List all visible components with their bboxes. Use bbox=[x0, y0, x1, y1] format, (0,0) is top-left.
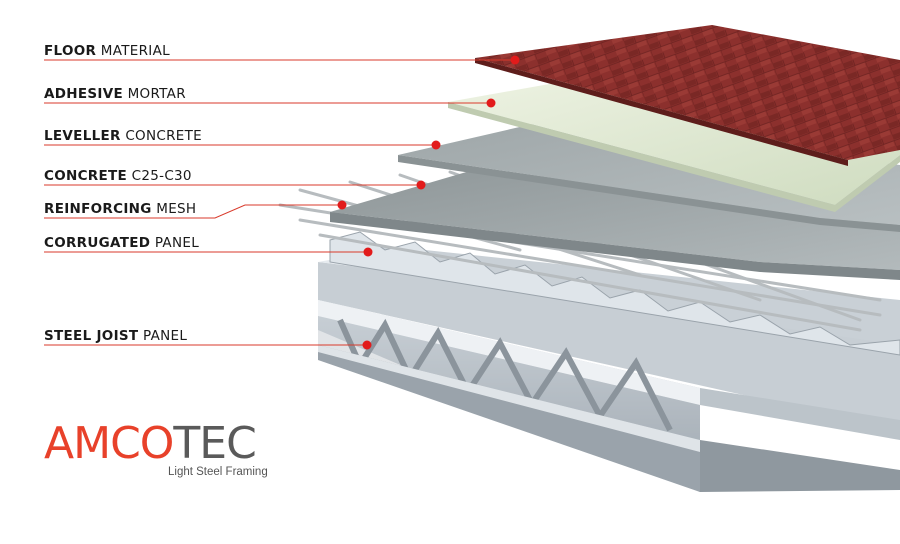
label-floor-material: FLOOR MATERIAL bbox=[44, 42, 170, 60]
dot-corrugated bbox=[363, 247, 373, 257]
label-concrete-light: C25-C30 bbox=[131, 168, 192, 184]
label-adhesive-bold: ADHESIVE bbox=[44, 86, 123, 102]
logo-part-amco: AMCO bbox=[44, 418, 174, 469]
leader-dots bbox=[337, 55, 520, 350]
leader-mesh bbox=[44, 204, 342, 219]
dot-leveller bbox=[431, 140, 441, 150]
label-leveller-light: CONCRETE bbox=[125, 128, 202, 144]
logo-wordmark: AMCOTEC bbox=[44, 420, 284, 468]
label-reinforcing-mesh: REINFORCING MESH bbox=[44, 200, 196, 218]
label-joist-light: PANEL bbox=[143, 328, 188, 344]
dot-mesh bbox=[337, 200, 347, 210]
label-joist-bold: STEEL JOIST bbox=[44, 328, 139, 344]
label-adhesive-light: MORTAR bbox=[127, 86, 186, 102]
amcotec-logo: AMCOTEC Light Steel Framing bbox=[44, 420, 284, 490]
dot-adhesive bbox=[486, 98, 496, 108]
leveller-concrete-layer bbox=[398, 120, 900, 232]
label-corrugated-panel: CORRUGATED PANEL bbox=[44, 234, 199, 252]
label-adhesive-mortar: ADHESIVE MORTAR bbox=[44, 85, 186, 103]
logo-tagline: Light Steel Framing bbox=[168, 466, 268, 478]
concrete-layer bbox=[330, 168, 900, 280]
leader-lines bbox=[44, 59, 515, 346]
label-leveller-bold: LEVELLER bbox=[44, 128, 121, 144]
dot-joist bbox=[362, 340, 372, 350]
label-floor-bold: FLOOR bbox=[44, 43, 97, 59]
dot-floor bbox=[510, 55, 520, 65]
logo-part-tec: TEC bbox=[173, 418, 256, 469]
label-steel-joist-panel: STEEL JOIST PANEL bbox=[44, 327, 187, 345]
label-mesh-light: MESH bbox=[156, 201, 197, 217]
label-concrete-bold: CONCRETE bbox=[44, 168, 128, 184]
label-corrugated-bold: CORRUGATED bbox=[44, 235, 151, 251]
floor-material-layer bbox=[475, 25, 900, 166]
label-mesh-bold: REINFORCING bbox=[44, 201, 152, 217]
label-floor-light: MATERIAL bbox=[100, 43, 170, 59]
label-concrete: CONCRETE C25-C30 bbox=[44, 167, 192, 185]
dot-concrete bbox=[416, 180, 426, 190]
label-leveller-concrete: LEVELLER CONCRETE bbox=[44, 127, 202, 145]
label-corrugated-light: PANEL bbox=[154, 235, 200, 251]
